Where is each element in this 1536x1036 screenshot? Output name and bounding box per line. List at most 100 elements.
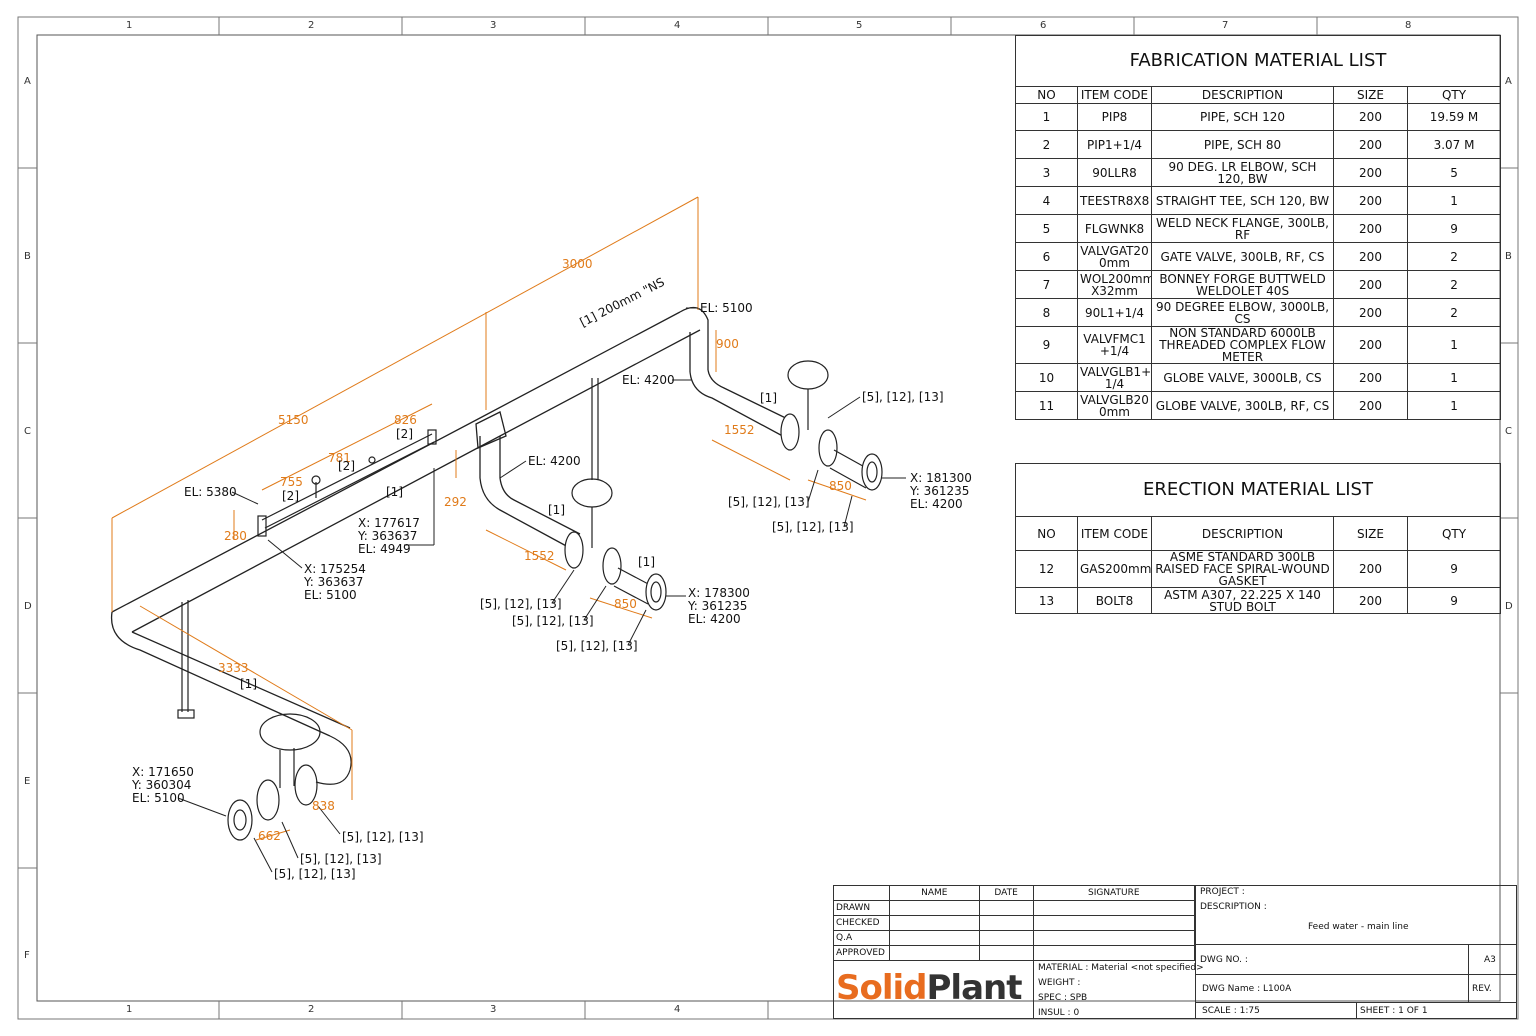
- valve-south: [227, 713, 352, 841]
- col-header: SIZE: [1333, 86, 1408, 104]
- col-header: QTY: [1406, 86, 1502, 104]
- dimension-label: 280: [224, 529, 247, 543]
- cell: 2: [1406, 270, 1502, 299]
- cell: 1: [1406, 363, 1502, 392]
- cell: GLOBE VALVE, 3000LB, CS: [1151, 363, 1334, 392]
- col-label: 7: [1222, 20, 1229, 31]
- cell: 2: [1406, 298, 1502, 327]
- dimension-label: 850: [614, 597, 637, 611]
- item-tag: [1]: [548, 503, 565, 517]
- cell: 8: [1015, 298, 1078, 327]
- cell: 1: [1406, 186, 1502, 215]
- col-label: 2: [308, 20, 315, 31]
- dimension-lines: [111, 196, 867, 841]
- pipe-supports: [177, 378, 599, 719]
- cell: 19.59 M: [1406, 103, 1502, 131]
- cell: ASME STANDARD 300LB RAISED FACE SPIRAL-W…: [1151, 550, 1334, 588]
- cell: WELD NECK FLANGE, 300LB, RF: [1151, 214, 1334, 243]
- item-tag: [1]: [240, 677, 257, 691]
- valve-east: [780, 360, 883, 491]
- col-label-bottom: 4: [674, 1004, 681, 1015]
- item-tag: [1]: [386, 485, 403, 499]
- row-label: B: [24, 251, 31, 262]
- row-label-right: A: [1505, 76, 1512, 87]
- col-header: DESCRIPTION: [1151, 516, 1334, 551]
- cell: 9: [1406, 214, 1502, 243]
- dimension-label: 1552: [724, 423, 755, 437]
- row-label: F: [24, 950, 30, 961]
- cell: 12: [1015, 550, 1078, 588]
- cell: 11: [1015, 391, 1078, 420]
- cell: 9: [1406, 550, 1502, 588]
- cell: VALVGAT20 0mm: [1077, 242, 1152, 271]
- pipe-branch-small: [257, 429, 437, 537]
- reference-label: [5], [12], [13]: [274, 867, 356, 881]
- coord-y: Y: 363637: [358, 529, 418, 543]
- cell: 200: [1333, 242, 1408, 271]
- dimension-label: 826: [394, 413, 417, 427]
- col-label-bottom: 1: [126, 1004, 133, 1015]
- reference-label: [5], [12], [13]: [480, 597, 562, 611]
- cell: 200: [1333, 326, 1408, 364]
- zone-ticks: [18, 17, 1518, 1019]
- dimension-label: 838: [312, 799, 335, 813]
- coordinate-label: X: 171650 Y: 360304 EL: 5100: [132, 766, 194, 805]
- elevation-label: EL: 5380: [184, 485, 237, 499]
- tb-spec: SPEC : SPB: [1038, 993, 1088, 1003]
- col-label: 3: [490, 20, 497, 31]
- cell: GATE VALVE, 300LB, RF, CS: [1151, 242, 1334, 271]
- cell: 200: [1333, 158, 1408, 187]
- logo-plant: Plant: [926, 968, 1023, 1008]
- item-tag: [2]: [396, 427, 413, 441]
- coord-x: X: 175254: [304, 562, 366, 576]
- reference-label: [5], [12], [13]: [512, 614, 594, 628]
- cell: 1: [1015, 103, 1078, 131]
- tb-insul: INSUL : 0: [1038, 1008, 1080, 1018]
- coordinate-label: X: 175254 Y: 363637 EL: 5100: [304, 563, 366, 602]
- coord-y: Y: 361235: [910, 484, 970, 498]
- cell: 5: [1406, 158, 1502, 187]
- coordinate-label: X: 181300 Y: 361235 EL: 4200: [910, 472, 972, 511]
- coord-y: Y: 360304: [132, 778, 192, 792]
- reference-label: [5], [12], [13]: [300, 852, 382, 866]
- reference-label: [5], [12], [13]: [772, 520, 854, 534]
- cell: 200: [1333, 587, 1408, 614]
- cell: 90L1+1/4: [1077, 298, 1152, 327]
- dimension-label: 3333: [218, 661, 249, 675]
- cell: GLOBE VALVE, 300LB, RF, CS: [1151, 391, 1334, 420]
- cell: 200: [1333, 270, 1408, 299]
- cell: 90LLR8: [1077, 158, 1152, 187]
- col-label: 6: [1040, 20, 1047, 31]
- cell: TEESTR8X8: [1077, 186, 1152, 215]
- col-header: SIZE: [1333, 516, 1408, 551]
- dimension-label: 3000: [562, 257, 593, 271]
- dimension-label: 5150: [278, 413, 309, 427]
- col-header: NO: [1015, 516, 1078, 551]
- dimension-label: 755: [280, 475, 303, 489]
- col-label-bottom: 2: [308, 1004, 315, 1015]
- col-label: 5: [856, 20, 863, 31]
- tb-dwg-no: DWG NO. :: [1200, 955, 1248, 965]
- dimension-label: 292: [444, 495, 467, 509]
- tb-line: [1033, 960, 1034, 1019]
- logo-solid: Solid: [836, 968, 927, 1008]
- cell: VALVGLB1+ 1/4: [1077, 363, 1152, 392]
- cell: 200: [1333, 130, 1408, 159]
- cell: 10: [1015, 363, 1078, 392]
- erection-list-title: ERECTION MATERIAL LIST: [1015, 463, 1501, 517]
- row-label: A: [24, 76, 31, 87]
- elevation-label: EL: 5100: [700, 301, 753, 315]
- tb-project: PROJECT :: [1200, 887, 1245, 897]
- tb-line: [1356, 1002, 1357, 1019]
- cell: 2: [1406, 242, 1502, 271]
- solidplant-logo: SolidPlant: [836, 968, 1023, 1008]
- cell: 6: [1015, 242, 1078, 271]
- col-header: DESCRIPTION: [1151, 86, 1334, 104]
- cell: PIPE, SCH 80: [1151, 130, 1334, 159]
